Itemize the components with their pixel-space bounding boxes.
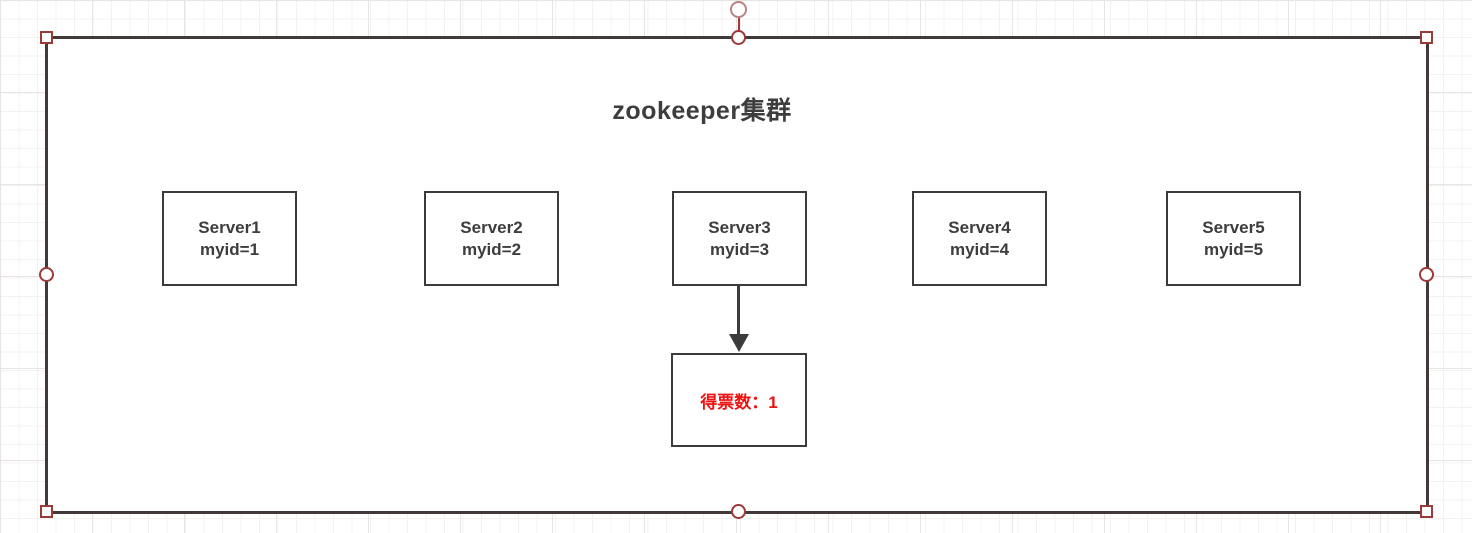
server5-box[interactable]: Server5 myid=5 (1166, 191, 1301, 286)
resize-handle-middle-right[interactable] (1419, 267, 1434, 282)
rotation-handle-connector (738, 17, 740, 32)
server1-myid: myid=1 (199, 239, 260, 259)
arrow-server3-to-vote-line[interactable] (737, 286, 740, 336)
resize-handle-bottom-middle[interactable] (731, 504, 746, 519)
resize-handle-top-middle[interactable] (731, 30, 746, 45)
resize-handle-bottom-left[interactable] (40, 505, 53, 518)
server2-box[interactable]: Server2 myid=2 (424, 191, 559, 286)
server3-box[interactable]: Server3 myid=3 (672, 191, 807, 286)
diagram-title: zookeeper集群 (612, 97, 792, 125)
rotation-handle[interactable] (730, 1, 747, 18)
vote-count-label: 得票数：1 (700, 392, 778, 412)
server5-name: Server5 (1202, 217, 1265, 237)
server4-name: Server4 (948, 217, 1011, 237)
server5-myid: myid=5 (1203, 239, 1264, 259)
server3-myid: myid=3 (709, 239, 770, 259)
arrow-down-icon (729, 334, 749, 352)
resize-handle-bottom-right[interactable] (1420, 505, 1433, 518)
vote-count-box[interactable]: 得票数：1 (671, 353, 807, 447)
server1-name: Server1 (198, 217, 261, 237)
server1-box[interactable]: Server1 myid=1 (162, 191, 297, 286)
server4-box[interactable]: Server4 myid=4 (912, 191, 1047, 286)
server2-myid: myid=2 (461, 239, 522, 259)
resize-handle-middle-left[interactable] (39, 267, 54, 282)
resize-handle-top-right[interactable] (1420, 31, 1433, 44)
server3-name: Server3 (708, 217, 771, 237)
server4-myid: myid=4 (949, 239, 1010, 259)
server2-name: Server2 (460, 217, 523, 237)
resize-handle-top-left[interactable] (40, 31, 53, 44)
